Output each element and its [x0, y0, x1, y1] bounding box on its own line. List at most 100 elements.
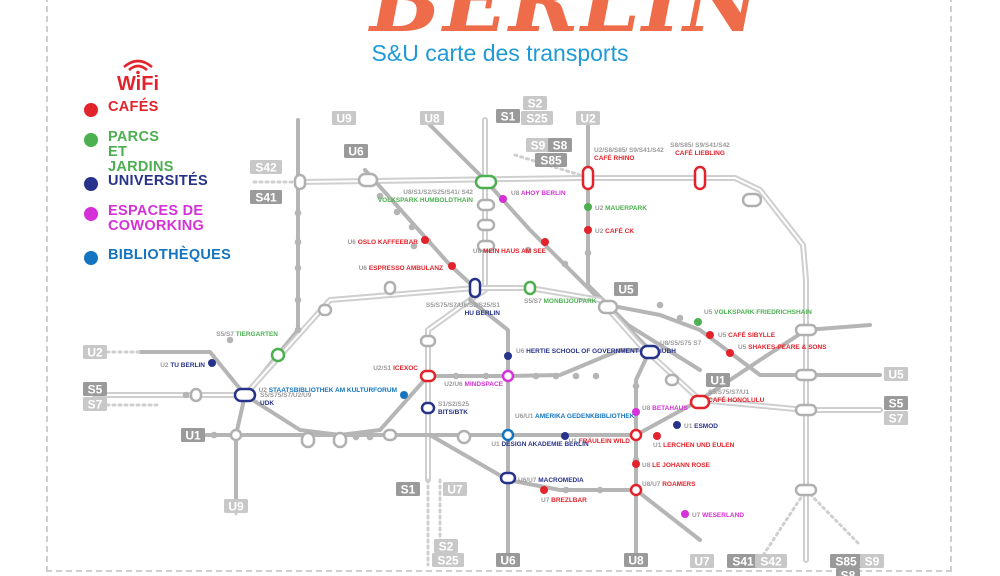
poi-design[interactable]: U1 DESIGN AKADEMIE BERLIN	[491, 432, 589, 448]
poi-dot	[584, 226, 592, 234]
poi-dot	[561, 432, 569, 440]
s5-line-inner	[94, 287, 881, 411]
poi-volkspark-f[interactable]: U5 VOLKSPARK FRIEDRICHSHAIN	[694, 309, 812, 326]
legend-item: UNIVERSITÉS	[84, 174, 208, 191]
svg-text:S25: S25	[526, 112, 548, 126]
poi-lines: U5 SHAKES-PEARE & SONS	[738, 344, 827, 351]
poi-mindspace[interactable]: U2/U6 MINDSPACE	[444, 381, 503, 388]
poi-betahaus[interactable]: U8 BETAHAUS	[632, 405, 688, 416]
line-badge-s1-top: S1	[496, 109, 520, 124]
wifi-label: WiFi	[116, 73, 160, 95]
poi-lines: U7 BREZLBAR	[541, 497, 587, 504]
station-marker	[794, 323, 818, 337]
station-marker	[357, 172, 379, 188]
station-marker	[476, 239, 496, 253]
svg-text:S8: S8	[841, 569, 856, 576]
station-marker	[476, 198, 496, 212]
poi-tu[interactable]: U2 TU BERLIN	[160, 359, 216, 369]
poi-dot	[400, 391, 408, 399]
poi-lines: U8 BETAHAUS	[642, 405, 688, 412]
poi-mein-haus[interactable]: U8 MEIN HAUS AM SEE	[473, 238, 549, 255]
legend-dot	[84, 103, 98, 117]
legend-label: CAFÉS	[108, 99, 159, 115]
svg-text:S7: S7	[889, 412, 904, 426]
poi-johann[interactable]: U8 LE JOHANN ROSE	[632, 460, 711, 469]
poi-ahoy[interactable]: U8 AHOY BERLIN	[499, 190, 566, 203]
poi-brezlbar[interactable]: U7 BREZLBAR	[540, 486, 587, 504]
map-subtitle: S&U carte des transports	[371, 40, 629, 66]
poi-espresso[interactable]: U6 ESPRESSO AMBULANZ	[359, 262, 456, 272]
poi-lines: S5/S75/S7/U2/U9	[260, 392, 312, 399]
connector-dot	[524, 246, 532, 254]
poi-tiergarten[interactable]: S5/S7 TIERGARTEN	[216, 331, 278, 338]
svg-text:U6: U6	[500, 554, 516, 568]
poi-hertie[interactable]: U6 HERTIE SCHOOL OF GOVERNMENT	[504, 348, 639, 360]
poi-cafe-ck[interactable]: U2 CAFÉ CK	[584, 226, 634, 235]
u2-west	[138, 348, 652, 437]
station-marker	[419, 334, 437, 348]
svg-text:S8: S8	[553, 139, 568, 153]
poi-lines: U1 DESIGN AKADEMIE BERLIN	[491, 441, 589, 448]
poi-oslo[interactable]: U6 OSLO KAFFEEBAR	[348, 236, 429, 246]
poi-roamers[interactable]: U8/U7 ROAMERS	[642, 481, 696, 488]
poi-lines: U5 VOLKSPARK FRIEDRICHSHAIN	[704, 309, 812, 316]
poi-dot	[694, 318, 702, 326]
station-amerika	[501, 428, 515, 442]
poi-esmod[interactable]: U1 ESMOD	[673, 421, 718, 430]
station-honolulu	[689, 394, 711, 410]
poi-lines: U2 MAUERPARK	[595, 205, 647, 212]
station-marker	[476, 218, 496, 232]
poi-lerchen[interactable]: U1 LERCHEN UND EULEN	[653, 432, 735, 449]
u7-line	[428, 433, 702, 542]
poi-dot	[208, 359, 216, 367]
svg-text:U2: U2	[580, 112, 596, 126]
legend-item: CAFÉS	[84, 100, 159, 117]
svg-text:U9: U9	[228, 500, 244, 514]
station-tiergarten	[270, 347, 286, 363]
station-roamers	[629, 483, 643, 497]
svg-text:S5: S5	[88, 383, 103, 397]
poi-amerika[interactable]: U6/U1 AMERIKA GEDENKBIBLIOTHEK	[515, 413, 635, 420]
station-marker	[317, 303, 333, 317]
line-badge-u7-bottom: U7	[443, 482, 467, 497]
wifi-badge: WiFi	[108, 58, 168, 94]
svg-text:U1: U1	[185, 429, 201, 443]
svg-text:U8: U8	[628, 554, 644, 568]
poi-staatsbib[interactable]: U2 STAATSBIBLIOTHEK AM KULTURFORUM	[259, 387, 408, 399]
ring-line-inner	[299, 177, 807, 561]
line-badge-s7-left: S7	[83, 397, 107, 412]
poi-icexoc[interactable]: U2/S1 ICEXOC	[373, 365, 418, 372]
line-badge-u8-top: U8	[420, 111, 444, 126]
connector-dot	[376, 192, 384, 200]
poi-weserland[interactable]: U7 WESERLAND	[681, 510, 744, 519]
station-marker	[382, 428, 398, 442]
poi-dot	[681, 510, 689, 518]
svg-text:U8: U8	[424, 112, 440, 126]
u9-line	[234, 118, 300, 502]
connector-dot	[294, 238, 302, 246]
poi-monbijou[interactable]: S5/S7 MONBIJOUPARK	[524, 298, 597, 305]
connector-dot	[596, 486, 604, 494]
poi-shakespeare[interactable]: U5 SHAKES-PEARE & SONS	[726, 344, 827, 357]
poi-dot	[504, 352, 512, 360]
svg-text:U7: U7	[447, 483, 463, 497]
poi-lines: U6 OSLO KAFFEEBAR	[348, 239, 419, 246]
poi-fraulein[interactable]: U1 FRÄULEIN WILD	[569, 437, 631, 445]
poi-mauerpark[interactable]: U2 MAUERPARK	[584, 203, 647, 212]
poi-macromedia[interactable]: U6/U7 MACROMEDIA	[518, 477, 584, 484]
poi-sibylle[interactable]: U5 CAFÉ SIBYLLE	[706, 330, 776, 339]
poi-lines: U8/U7 ROAMERS	[642, 481, 696, 488]
page-frame	[46, 0, 952, 572]
poi-dot	[673, 421, 681, 429]
